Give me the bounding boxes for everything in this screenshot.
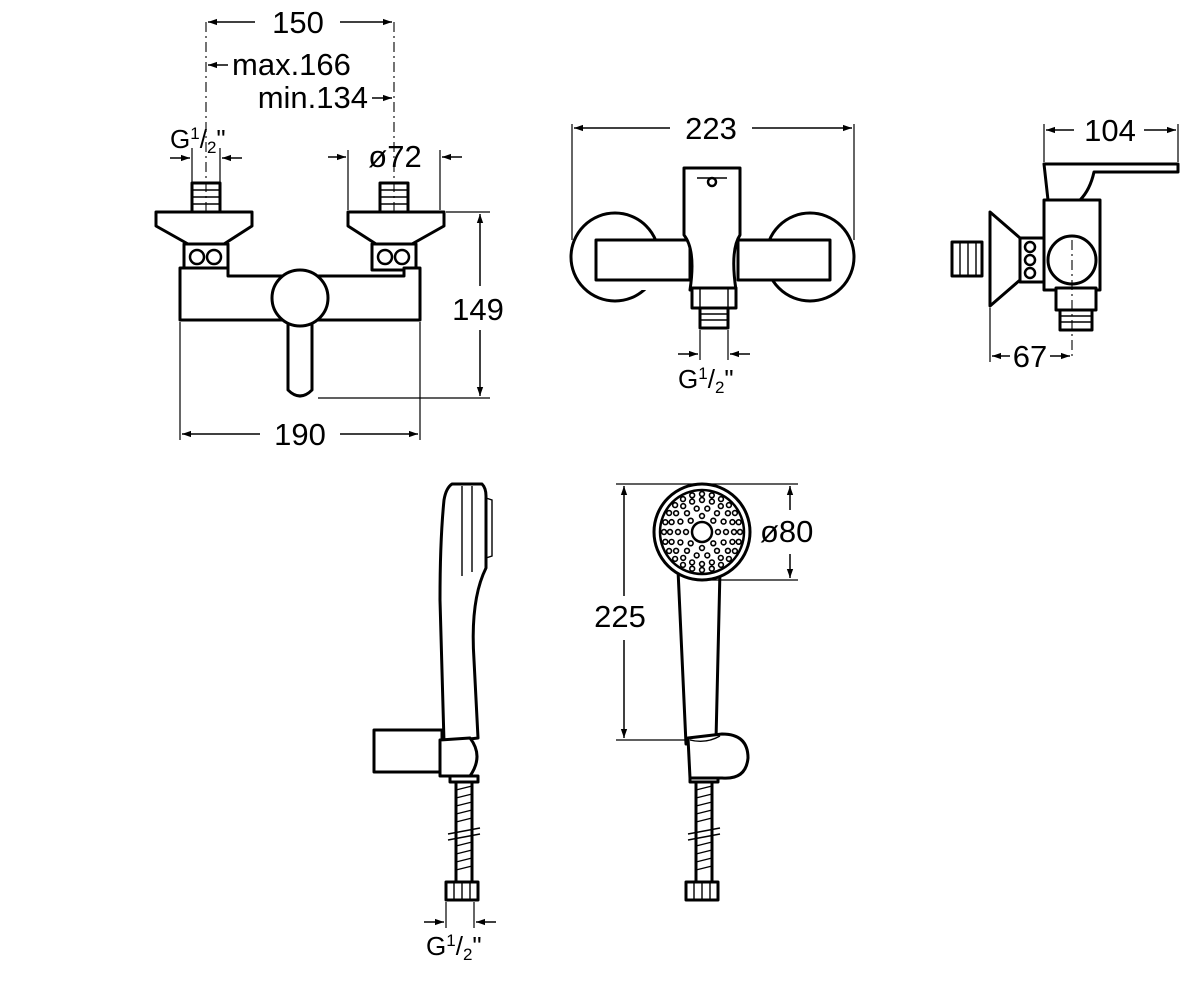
nozzle-hole [717, 554, 724, 562]
nozzle-hole [729, 518, 736, 526]
mixer-front-view [154, 22, 446, 398]
nozzle-hole [688, 565, 696, 572]
nozzle-hole [674, 528, 682, 536]
nozzle-hole [662, 538, 669, 545]
nozzle-hole [717, 561, 725, 569]
nozzle-hole [717, 495, 725, 503]
nozzle-hole [713, 547, 721, 554]
dim-width: 190 [274, 417, 326, 452]
nozzle-hole [682, 528, 690, 536]
nozzle-hole [679, 554, 687, 562]
nozzle-hole [693, 505, 700, 512]
nozzle-hole [710, 517, 717, 524]
nozzle-hole [679, 561, 687, 569]
nozzle-hole [693, 552, 700, 559]
nozzle-hole [724, 547, 732, 554]
nozzle-hole [665, 509, 673, 517]
nozzle-hole [725, 555, 733, 563]
nozzle-hole [679, 495, 687, 503]
dim-length: 223 [685, 111, 737, 146]
nozzle-hole [688, 559, 696, 566]
nozzle-hole [660, 528, 668, 536]
nozzle-hole [720, 539, 727, 546]
nozzle-hole [729, 538, 736, 546]
dim-inlet-spacing: 150 [272, 5, 324, 40]
nozzle-hole [708, 565, 715, 572]
nozzle-hole [698, 490, 706, 498]
hose-coil-left [455, 785, 473, 871]
dim-shower-length: 225 [594, 599, 646, 634]
nozzle-hole [698, 566, 706, 574]
hose-coil-right [695, 785, 713, 871]
nozzle-hole [698, 560, 706, 568]
nozzle-hole [677, 539, 684, 546]
nozzle-hole [683, 510, 691, 517]
nozzle-hole [679, 502, 687, 510]
nozzle-hole [698, 512, 706, 520]
hand-shower-dimensions [616, 483, 798, 741]
nozzle-hole [688, 498, 696, 505]
nozzle-hole [672, 510, 680, 517]
nozzle-hole [668, 518, 675, 526]
nozzle-hole [683, 547, 691, 554]
nozzle-hole [662, 518, 669, 526]
nozzle-hole [671, 555, 679, 563]
nozzle-hole [731, 547, 739, 555]
hand-shower-side-view [372, 482, 493, 902]
nozzle-hole [720, 518, 727, 525]
nozzle-hole [671, 501, 679, 509]
nozzle-hole [714, 528, 722, 536]
nozzle-hole [704, 552, 711, 559]
dim-depth: 104 [1084, 113, 1136, 148]
nozzle-hole [722, 528, 730, 536]
dim-cover-diameter: ø72 [368, 139, 421, 174]
mixer-side-view [950, 162, 1180, 360]
nozzle-hole [710, 540, 717, 547]
nozzle-hole [698, 496, 706, 504]
dim-outlet-thread: G1/2" [678, 364, 734, 397]
nozzle-hole [666, 528, 674, 536]
nozzle-hole [688, 492, 696, 499]
hand-shower-front-view [652, 482, 752, 902]
nozzle-hole [725, 501, 733, 509]
dim-height: 149 [452, 292, 504, 327]
nozzle-hole [668, 538, 675, 546]
nozzle-hole [708, 559, 716, 566]
nozzle-hole [704, 505, 711, 512]
nozzle-hole [736, 528, 744, 536]
nozzle-hole [735, 518, 742, 526]
nozzle-hole [665, 547, 673, 555]
dim-inlet-thread: G1/2" [170, 124, 226, 157]
nozzle-hole [735, 538, 742, 545]
nozzle-hole [708, 492, 715, 499]
nozzle-hole [713, 510, 721, 517]
mixer-bottom-view [569, 166, 856, 330]
dim-hose-thread: G1/2" [426, 931, 482, 964]
side-dimensions [989, 124, 1179, 362]
spray-nozzles [660, 490, 744, 574]
nozzle-hole [687, 517, 694, 524]
nozzle-hole [724, 510, 732, 517]
nozzle-hole [731, 509, 739, 517]
nozzle-hole [672, 547, 680, 554]
nozzle-hole [677, 518, 684, 525]
dim-head-diameter: ø80 [760, 514, 813, 549]
dim-inlet-spacing-max: max.166 [232, 47, 351, 82]
dim-inlet-spacing-min: min.134 [258, 80, 368, 115]
bottom-dimensions [571, 124, 855, 360]
hose-thread-dimension [424, 902, 496, 928]
nozzle-hole [708, 498, 716, 505]
nozzle-hole [730, 528, 738, 536]
nozzle-hole [698, 544, 706, 552]
dim-offset: 67 [1013, 339, 1047, 374]
front-dimensions [170, 18, 490, 440]
nozzle-hole [717, 502, 724, 510]
nozzle-hole [687, 540, 694, 547]
